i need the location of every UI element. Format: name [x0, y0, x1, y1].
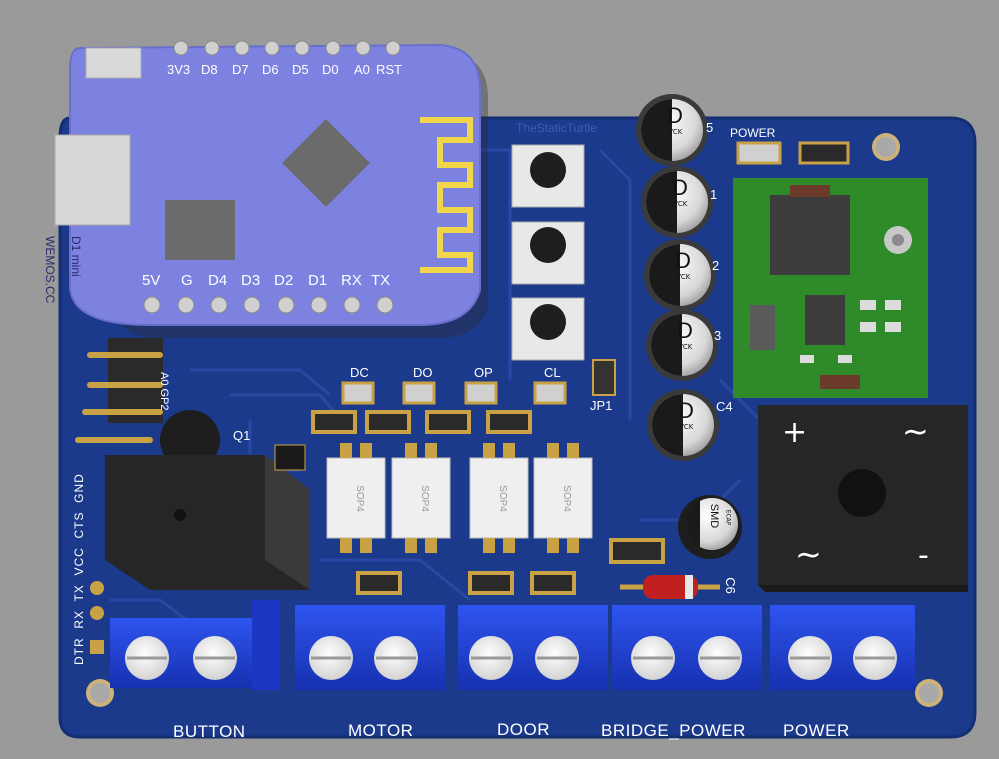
wemos-d1-mini-module: [54, 40, 488, 338]
smd-capacitor: [678, 495, 742, 559]
cap-sub: YCK: [680, 423, 694, 431]
cap-sub: YCK: [677, 273, 691, 281]
pin-label: TX: [371, 272, 391, 289]
uart-tx: TX: [72, 584, 86, 602]
uart-labels: DTR RX TX VCC CTS GND: [72, 473, 86, 665]
cap-c4-label: C4: [716, 399, 733, 414]
pin-label: D1: [308, 272, 328, 289]
terminal-label-motor: MOTOR: [348, 721, 414, 740]
pin-header-5pin: [75, 338, 163, 443]
opto-label: SOP4: [560, 485, 572, 512]
cap-digit: 2: [712, 258, 720, 273]
bridge-rectifier: [758, 405, 968, 592]
status-leds: [341, 381, 567, 405]
smd-cap-sub: ECAP: [724, 509, 732, 526]
cap-digit: 1: [710, 187, 718, 202]
jumper-label: JP1: [590, 398, 613, 413]
pin-label: D5: [292, 62, 309, 77]
cap-label: D: [678, 398, 694, 423]
power-led-label: POWER: [730, 126, 776, 140]
header-label-a0: A0: [158, 372, 170, 386]
mcu-model: D1 mini: [69, 236, 83, 277]
power-resistor: [798, 141, 850, 165]
diode: [620, 575, 720, 599]
cap-digit: 5: [706, 120, 714, 135]
cap-label: D: [677, 318, 693, 343]
led-label-op: OP: [474, 365, 493, 380]
led-label-dc: DC: [350, 365, 369, 380]
jumper-jp1: [592, 359, 616, 396]
pin-label: D0: [322, 62, 339, 77]
c6-label: C6: [722, 577, 738, 594]
cap-label: D: [675, 248, 691, 273]
cap-sub: YCK: [679, 343, 693, 351]
tact-buttons: [511, 144, 585, 361]
pin-label: D6: [262, 62, 279, 77]
terminal-label-door: DOOR: [497, 720, 550, 739]
cap-label: D: [672, 175, 688, 200]
buck-converter-module: [733, 178, 928, 398]
header-label-gp2: GP2: [158, 388, 170, 411]
mcu-maker: WEMOS.CC: [43, 236, 57, 304]
header-side-labels: A0 GP2: [158, 372, 170, 411]
pin-label: RST: [376, 62, 402, 77]
uart-pads: [90, 581, 104, 654]
pin-label: A0: [354, 62, 370, 77]
uart-dtr: DTR: [72, 637, 86, 665]
pin-label: 3V3: [167, 62, 191, 77]
pin-label: D2: [274, 272, 294, 289]
cap-label: D: [667, 103, 683, 128]
uart-gnd: GND: [72, 473, 86, 503]
uart-vcc: VCC: [72, 547, 86, 576]
transistor-label: Q1: [233, 428, 251, 443]
uart-rx: RX: [72, 609, 86, 629]
smd-cap-text: SMD: [708, 503, 721, 529]
bridge-minus: -: [918, 538, 929, 573]
terminal-label-button: BUTTON: [173, 722, 246, 741]
bridge-ac1: ~: [902, 412, 929, 450]
silkscreen-logo: TheStaticTurtle: [516, 121, 597, 135]
electrolytic-capacitors: [636, 94, 719, 461]
uart-cts: CTS: [72, 511, 86, 539]
bridge-plus: +: [782, 415, 808, 450]
pin-label: D3: [241, 272, 261, 289]
mcu-version: V2.3.0: [56, 236, 70, 271]
led-label-cl: CL: [544, 365, 561, 380]
pin-label: 5V: [142, 272, 161, 289]
terminal-label-power: POWER: [783, 721, 850, 740]
bottom-resistors: [356, 538, 665, 595]
bridge-ac2: ~: [795, 535, 822, 573]
q1-pad: [274, 444, 306, 471]
mcu-module-text: D1 mini V2.3.0 WEMOS.CC: [43, 236, 83, 316]
cap-sub: YCK: [669, 128, 683, 136]
resistor-row: [311, 410, 532, 434]
pin-label: RX: [341, 272, 362, 289]
terminal-blocks: [110, 600, 915, 690]
pin-label: D4: [208, 272, 228, 289]
pin-label: D8: [201, 62, 218, 77]
relay-block: [105, 455, 310, 590]
optocouplers: [326, 443, 593, 553]
power-led: [736, 141, 782, 165]
cap-digit: 3: [714, 328, 722, 343]
opto-label: SOP4: [418, 485, 430, 512]
opto-label: SOP4: [353, 485, 365, 512]
terminal-label-bridge-power: BRIDGE_POWER: [601, 721, 746, 740]
opto-label: SOP4: [496, 485, 508, 512]
cap-sub: YCK: [674, 200, 688, 208]
mounting-holes: [86, 133, 943, 707]
pin-label: G: [181, 272, 193, 289]
led-label-do: DO: [413, 365, 433, 380]
pin-label: D7: [232, 62, 249, 77]
